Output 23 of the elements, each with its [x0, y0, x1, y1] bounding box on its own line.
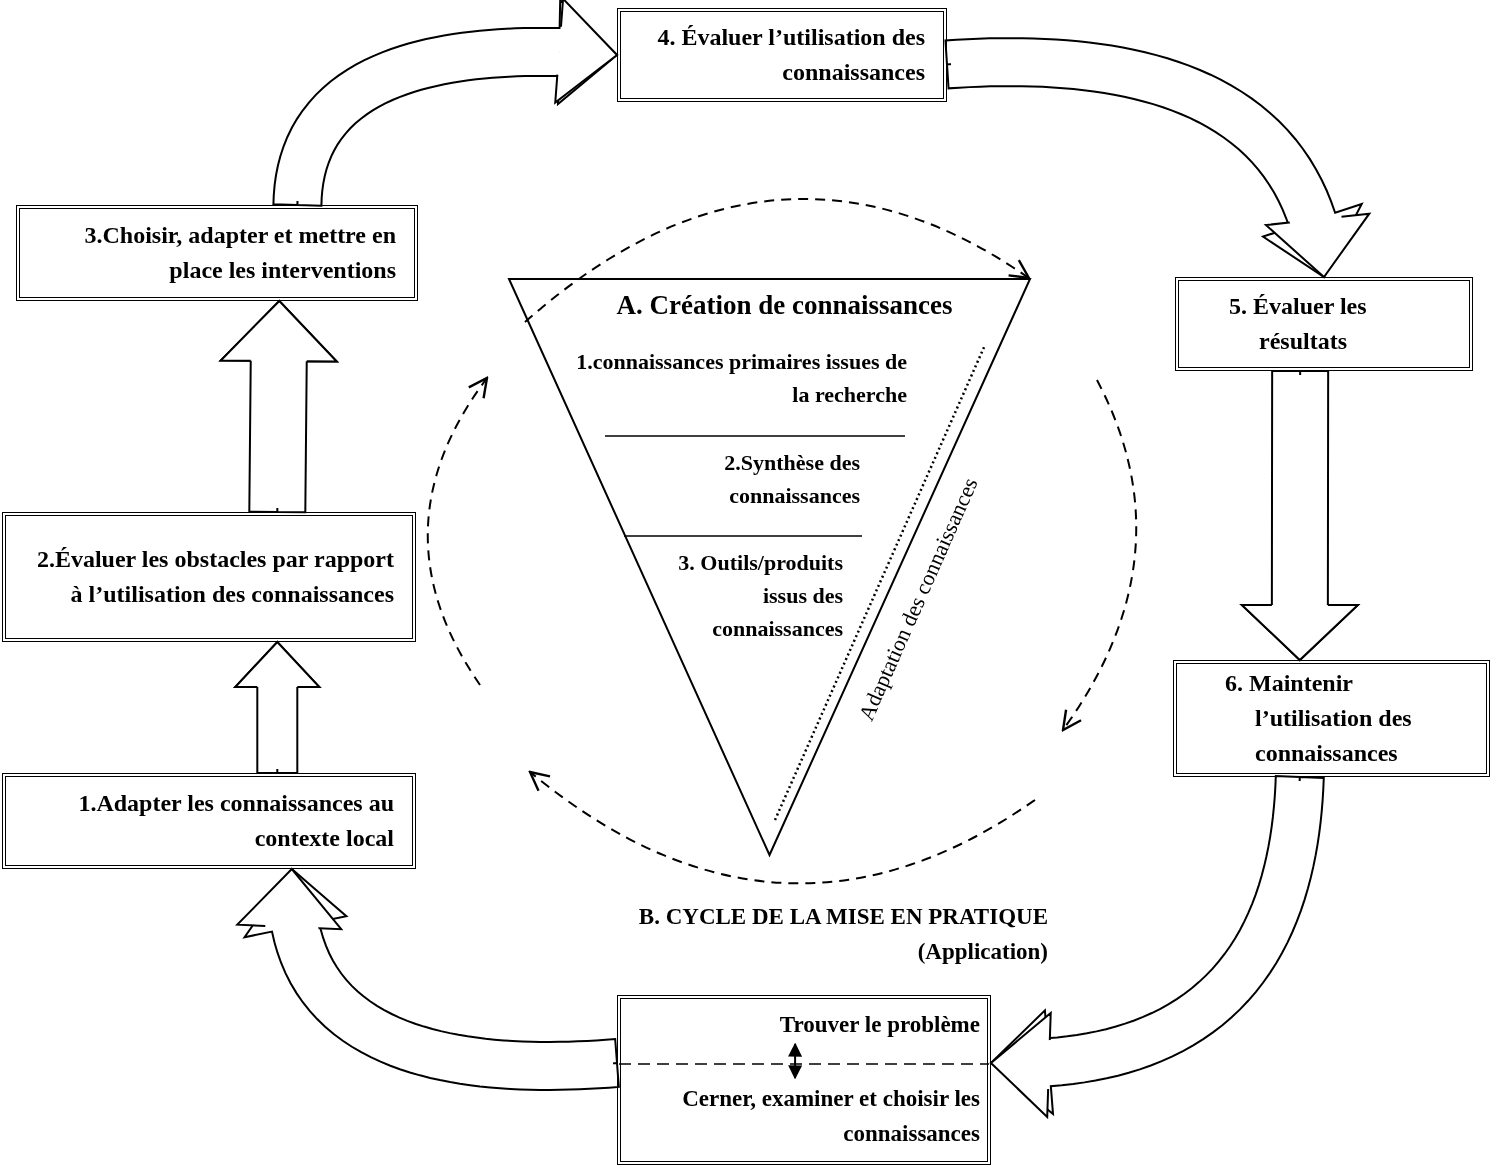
section-text: 3. Outils/produits issus des connaissances: [640, 546, 843, 646]
process-box: [617, 8, 947, 102]
step-label: 1.Adapter les connaissances au contexte local: [77, 789, 394, 853]
arrow: [788, 1042, 803, 1080]
section-text: 1.connaissances primaires issues de la recherche: [565, 345, 907, 420]
process-box: [1175, 277, 1473, 371]
process-box: [16, 205, 418, 301]
triangle-heading: A. Création de connaissances: [615, 290, 954, 321]
arrow: [524, 197, 1031, 323]
process-box: [2, 773, 416, 869]
cycle-label: B. CYCLE DE LA MISE EN PRATIQUE (Application): [637, 903, 1048, 966]
knowledge-triangle: [508, 278, 1031, 856]
section-text: Cerner, examiner et choisir les connaissances: [634, 1082, 980, 1162]
step-label: 3.Choisir, adapter et mettre en place les interventions: [83, 221, 396, 285]
process-box: [1173, 660, 1490, 777]
process-box: [2, 512, 416, 642]
step-label: 6. Maintenir l’utilisation des connaissances: [1225, 669, 1413, 768]
step-label: 2.Évaluer les obstacles par rapport à l’utilisation des connaissances: [36, 545, 394, 609]
step-box: [617, 995, 991, 1165]
section-text: Trouver le problème: [684, 1008, 980, 1048]
step-label: 4. Évaluer l’utilisation des connaissances: [656, 23, 925, 87]
step-label: 5. Évaluer les résultats: [1229, 292, 1368, 356]
section-text: 2.Synthèse des connaissances: [640, 446, 860, 521]
